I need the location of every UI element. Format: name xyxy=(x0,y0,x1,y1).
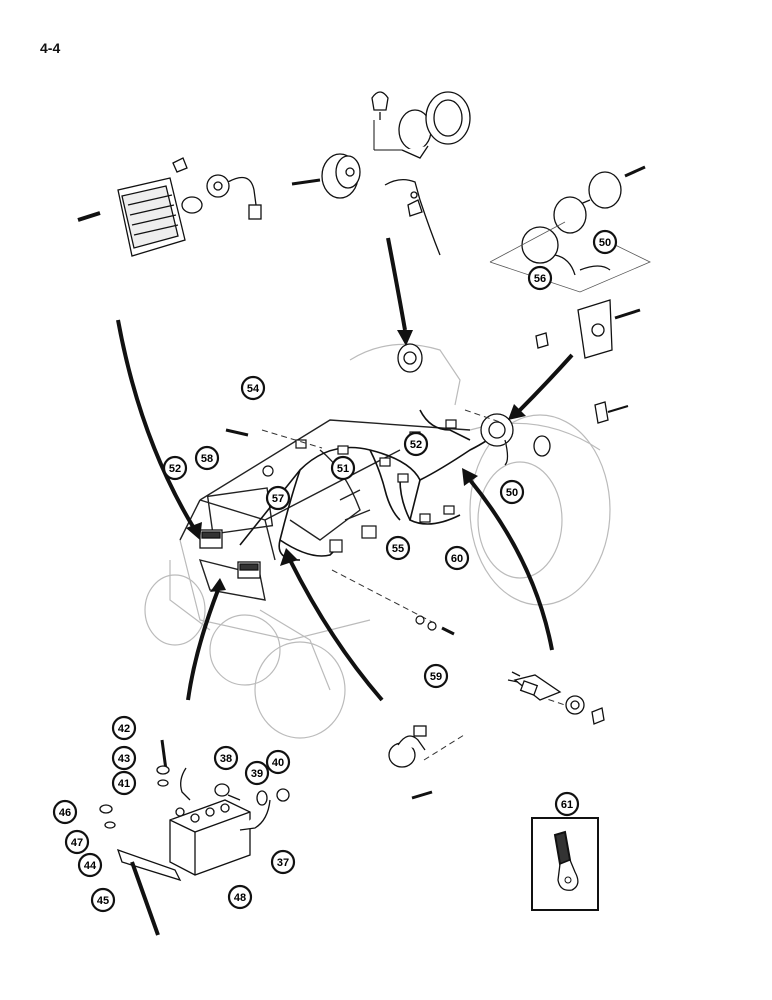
callout-55: 55 xyxy=(385,535,411,561)
callout-circle xyxy=(554,791,580,817)
callout-circle xyxy=(527,265,553,291)
callout-circle xyxy=(385,535,411,561)
callout-circle xyxy=(423,663,449,689)
callout-layer: 54 58 52 51 57 55 60 52 50 56 50 59 42 43 41 38 39 40 46 47… xyxy=(52,229,618,913)
callout-circle xyxy=(592,229,618,255)
arrow-heads xyxy=(186,330,526,592)
callout-57: 57 xyxy=(265,485,291,511)
callout-44: 44 xyxy=(77,852,103,878)
callout-label: 37 xyxy=(277,857,289,869)
callout-label: 38 xyxy=(220,753,232,765)
callout-label: 47 xyxy=(71,837,83,849)
callout-circle xyxy=(227,884,253,910)
callout-45: 45 xyxy=(90,887,116,913)
work-lamp-assembly xyxy=(77,157,262,257)
callout-41: 41 xyxy=(111,770,137,796)
relay-block xyxy=(199,529,261,579)
callout-42: 42 xyxy=(111,715,137,741)
callout-label: 43 xyxy=(118,753,130,765)
pointer-arrows xyxy=(116,237,574,702)
callout-circle xyxy=(403,431,429,457)
center-lamp-assembly xyxy=(291,91,471,256)
callout-circle xyxy=(499,479,525,505)
callout-circle xyxy=(244,760,270,786)
callout-59: 59 xyxy=(423,663,449,689)
callout-circle xyxy=(213,745,239,771)
callout-label: 41 xyxy=(118,778,130,790)
page-number: 4-4 xyxy=(40,40,61,56)
callout-label: 39 xyxy=(251,768,263,780)
callout-label: 58 xyxy=(201,453,213,465)
callout-50: 50 xyxy=(499,479,525,505)
callout-label: 54 xyxy=(247,383,260,395)
callout-48: 48 xyxy=(227,884,253,910)
callout-circle xyxy=(270,849,296,875)
callout-circle xyxy=(52,799,78,825)
callout-label: 56 xyxy=(534,273,546,285)
callout-circle xyxy=(111,770,137,796)
callout-circle xyxy=(77,852,103,878)
callout-circle xyxy=(64,829,90,855)
callout-label: 46 xyxy=(59,807,71,819)
callout-label: 44 xyxy=(84,860,97,872)
callout-label: 52 xyxy=(169,463,181,475)
switch-assembly xyxy=(507,671,605,725)
callout-52: 52 xyxy=(403,431,429,457)
callout-46: 46 xyxy=(52,799,78,825)
tail-lamp-assembly xyxy=(521,165,646,359)
callout-50: 50 xyxy=(592,229,618,255)
callout-label: 51 xyxy=(337,463,349,475)
callout-circle xyxy=(265,749,291,775)
callout-circle xyxy=(330,455,356,481)
callout-54: 54 xyxy=(240,375,266,401)
callout-52: 52 xyxy=(162,455,188,481)
callout-56: 56 xyxy=(527,265,553,291)
callout-label: 55 xyxy=(392,543,404,555)
callout-38: 38 xyxy=(213,745,239,771)
callout-47: 47 xyxy=(64,829,90,855)
callout-61: 61 xyxy=(554,791,580,817)
callout-label: 48 xyxy=(234,892,246,904)
callout-51: 51 xyxy=(330,455,356,481)
callout-40: 40 xyxy=(265,749,291,775)
callout-label: 52 xyxy=(410,439,422,451)
callout-37: 37 xyxy=(270,849,296,875)
cab-lamps xyxy=(397,343,629,466)
callout-label: 50 xyxy=(506,487,518,499)
callout-label: 45 xyxy=(97,895,109,907)
callout-circle xyxy=(111,745,137,771)
bolt-hardware xyxy=(225,428,455,636)
callout-label: 40 xyxy=(272,757,284,769)
callout-label: 57 xyxy=(272,493,284,505)
callout-circle xyxy=(194,445,220,471)
battery-assembly xyxy=(99,739,290,936)
callout-43: 43 xyxy=(111,745,137,771)
callout-label: 42 xyxy=(118,723,130,735)
callout-circle xyxy=(240,375,266,401)
callout-circle xyxy=(162,455,188,481)
callout-label: 60 xyxy=(451,553,463,565)
callout-circle xyxy=(265,485,291,511)
callout-label: 50 xyxy=(599,237,611,249)
callout-60: 60 xyxy=(444,545,470,571)
detail-box-61 xyxy=(531,817,599,911)
callout-circle xyxy=(90,887,116,913)
callout-label: 61 xyxy=(561,799,573,811)
callout-circle xyxy=(111,715,137,741)
callout-58: 58 xyxy=(194,445,220,471)
callout-circle xyxy=(444,545,470,571)
callout-label: 59 xyxy=(430,671,442,683)
horn-assembly xyxy=(388,725,433,800)
callout-39: 39 xyxy=(244,760,270,786)
